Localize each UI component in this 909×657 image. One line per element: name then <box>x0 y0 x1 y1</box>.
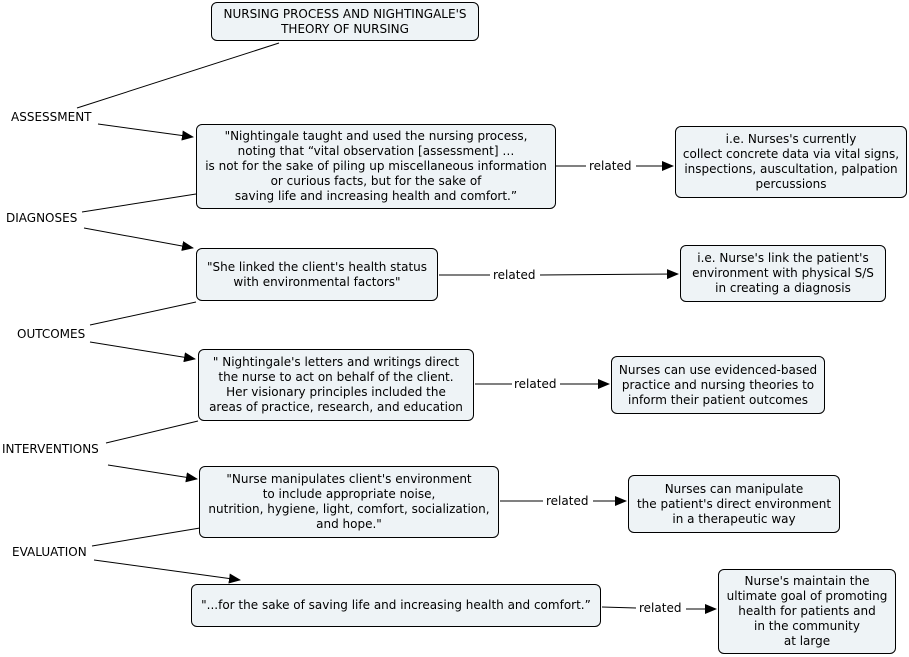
quote-node-interventions[interactable]: "Nurse manipulates client's environment … <box>199 466 499 538</box>
link-q5-related <box>601 606 637 609</box>
stage-interventions[interactable]: INTERVENTIONS <box>2 442 99 456</box>
related-label-2: related <box>493 268 536 282</box>
link-title-assessment <box>76 42 280 109</box>
stage-diagnoses[interactable]: DIAGNOSES <box>6 211 78 225</box>
link-related-e2 <box>539 269 679 280</box>
link-evaluation-q5 <box>93 559 241 584</box>
example-node-assessment[interactable]: i.e. Nurses's currently collect concrete… <box>675 126 907 198</box>
related-label-5: related <box>639 601 682 615</box>
link-outcomes-q3 <box>89 341 196 363</box>
link-q4-evaluation <box>91 527 201 547</box>
link-q1-diagnoses <box>81 193 197 213</box>
example-node-outcomes[interactable]: Nurses can use evidenced-based practice … <box>611 356 825 414</box>
example-node-interventions[interactable]: Nurses can manipulate the patient's dire… <box>628 475 840 533</box>
related-label-3: related <box>514 377 557 391</box>
related-label-4: related <box>546 494 589 508</box>
example-node-evaluation[interactable]: Nurse's maintain the ultimate goal of pr… <box>718 569 896 654</box>
link-diagnoses-q2 <box>83 227 194 251</box>
example-node-diagnoses[interactable]: i.e. Nurse's link the patient's environm… <box>680 245 886 302</box>
link-q2-outcomes <box>89 301 197 326</box>
stage-assessment[interactable]: ASSESSMENT <box>11 110 92 124</box>
quote-node-assessment[interactable]: "Nightingale taught and used the nursing… <box>196 124 556 209</box>
related-label-1: related <box>589 159 632 173</box>
stage-evaluation[interactable]: EVALUATION <box>12 545 87 559</box>
stage-outcomes[interactable]: OUTCOMES <box>17 327 86 341</box>
link-assessment-q1 <box>97 123 194 141</box>
link-q3-interventions <box>105 420 199 444</box>
quote-node-outcomes[interactable]: " Nightingale's letters and writings dir… <box>198 349 474 421</box>
quote-node-diagnoses[interactable]: "She linked the client's health status w… <box>196 248 438 301</box>
quote-node-evaluation[interactable]: "...for the sake of saving life and incr… <box>191 584 601 627</box>
link-interventions-q4 <box>107 464 198 483</box>
title-node[interactable]: NURSING PROCESS AND NIGHTINGALE'S THEORY… <box>211 2 479 41</box>
